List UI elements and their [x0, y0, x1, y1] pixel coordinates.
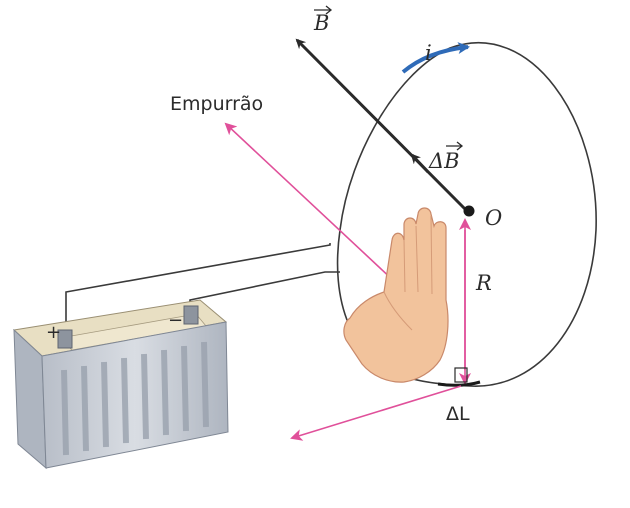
- right-angle-marker: [454, 367, 468, 383]
- delta-field-label-arrow: [446, 141, 464, 151]
- current-arrow: [401, 42, 470, 74]
- push-label: Empurrão: [170, 93, 263, 115]
- minus-label: −: [168, 310, 183, 331]
- center-label: O: [485, 206, 502, 230]
- radius-label: R: [475, 271, 492, 295]
- negative-terminal: [183, 305, 199, 325]
- delta-length-segment: [437, 380, 481, 387]
- field-vector: [295, 38, 469, 213]
- push-force-vector: [224, 122, 396, 283]
- battery-icon: [12, 299, 229, 470]
- field-label-arrow: [314, 5, 333, 15]
- current-loop: [336, 41, 597, 387]
- field-label: B: [313, 11, 329, 35]
- delta-field-label: ΔB: [428, 149, 460, 173]
- current-label: i: [425, 41, 432, 65]
- center-point: [463, 205, 475, 217]
- positive-terminal: [57, 329, 73, 349]
- plus-label: +: [46, 322, 61, 343]
- delta-field-vector: [410, 153, 430, 174]
- right-hand-icon: [343, 207, 449, 383]
- lower-force-vector: [290, 385, 462, 441]
- delta-length-label: ΔL: [446, 403, 470, 425]
